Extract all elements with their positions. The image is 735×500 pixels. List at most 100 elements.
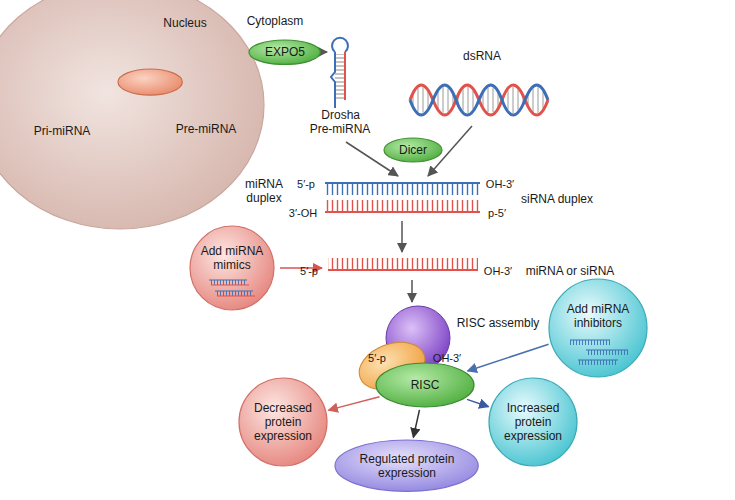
rna-strand — [22, 56, 57, 112]
strand-end: 5′-p — [297, 178, 315, 190]
rna-strand — [328, 269, 478, 271]
base-pair — [428, 92, 429, 108]
mini-strand — [211, 284, 249, 285]
base-pairs — [335, 54, 345, 100]
strand-end: OH-3′ — [484, 265, 512, 277]
strand-end-box: OH-3′ — [433, 348, 461, 366]
node-text: EXPO5 — [265, 45, 305, 59]
base-pair — [513, 87, 514, 113]
mini-ticks — [215, 291, 253, 296]
strand-end-box: p-5′ — [488, 203, 506, 221]
node-text: Dicer — [399, 143, 427, 157]
treatment-circle: Add miRNA mimics — [189, 225, 275, 311]
risc-complex: RISC — [375, 362, 475, 408]
mini-ticks — [209, 280, 247, 285]
outcome-ellipse-shape — [335, 440, 478, 491]
node-text: Increased protein expression — [500, 401, 566, 443]
nucleus-region-outline — [0, 0, 265, 230]
strand-end-box: OH-3′ — [484, 261, 512, 279]
strand-end: OH-3′ — [433, 352, 461, 364]
molecule-label: dsRNA — [463, 49, 501, 63]
inhibition-arrow — [468, 344, 549, 371]
enzyme-oval: Dicer — [383, 137, 443, 163]
risc-complex-shape — [376, 363, 474, 407]
rna-strand — [325, 211, 480, 213]
rna-strand — [410, 85, 548, 115]
molecule-label: miRNA duplex — [240, 177, 288, 205]
base-pair — [518, 89, 519, 110]
exporter-oval: EXPO5 — [248, 39, 321, 65]
outcome-ellipse: Regulated protein expression — [334, 439, 479, 492]
mini-strand — [217, 295, 255, 296]
base-pairs — [201, 54, 211, 100]
strand-end-box: 5′-p — [368, 348, 386, 366]
region-label: Cytoplasm — [247, 14, 304, 28]
base-ticks — [325, 200, 480, 211]
base-ticks — [328, 258, 478, 269]
base-pair — [418, 88, 419, 111]
outcome-circle-shape — [489, 378, 577, 466]
hairpin-loop — [198, 38, 214, 52]
molecule-label-box: Pri-miRNA — [34, 121, 91, 139]
strand-end-box: 5′-p — [297, 174, 315, 192]
outcome-circle: Increased protein expression — [488, 377, 578, 467]
outcome-arrow — [328, 397, 379, 410]
process-arrow — [401, 221, 403, 252]
base-pairs — [57, 58, 67, 100]
process-arrow — [411, 280, 413, 302]
strand-end: 3′-OH — [289, 207, 317, 219]
molecule-label-box: dsRNA — [463, 46, 501, 64]
enzyme-oval-outline — [117, 68, 183, 96]
molecule-label: siRNA duplex — [521, 192, 593, 206]
molecule-label: miRNA or siRNA — [526, 264, 615, 278]
exporter-oval-shape — [249, 40, 320, 64]
base-pair — [498, 93, 499, 107]
nucleus-region-shape — [0, 0, 264, 229]
rna-strand — [197, 52, 201, 108]
enzyme-oval-shape — [384, 138, 442, 162]
treatment-circle: Add miRNA inhibitors — [548, 278, 648, 378]
base-pair — [438, 92, 439, 108]
molecule-label: Pre-miRNA — [176, 122, 237, 136]
pri-mirna-hairpin — [22, 42, 102, 112]
outcome-circle-shape — [239, 378, 327, 466]
base-pair — [443, 87, 444, 112]
step-label: RISC assembly — [457, 316, 540, 330]
rna-strand — [210, 52, 212, 100]
hairpin-loop — [332, 38, 348, 52]
base-pair — [468, 87, 469, 113]
rna-strand — [344, 52, 346, 100]
molecule-label-box: Pre-miRNA — [310, 119, 371, 137]
region-label-box: Cytoplasm — [247, 11, 304, 29]
base-pair — [508, 90, 509, 109]
molecule-label-box: Pre-miRNA — [176, 119, 237, 137]
step-label-box: RISC assembly — [457, 313, 540, 331]
enzyme-oval: Drosha — [117, 68, 183, 96]
molecule-label: Pri-miRNA — [34, 124, 91, 138]
base-pair — [423, 87, 424, 112]
outcome-arrow — [413, 410, 419, 438]
hairpin-loop — [54, 42, 70, 56]
process-arrow — [90, 81, 186, 83]
strand-end: 5′-p — [300, 265, 318, 277]
strand-end-box: OH-3′ — [486, 174, 514, 192]
treatment-circle-shape — [549, 279, 647, 377]
node-text: Decreased protein expression — [250, 401, 316, 443]
base-pair — [543, 92, 544, 108]
node-text: Regulated protein expression — [355, 452, 459, 480]
base-pair — [463, 89, 464, 110]
treatment-circle-shape — [190, 226, 274, 310]
node-text: Add miRNA mimics — [200, 244, 264, 272]
base-pair — [493, 88, 494, 112]
dsrna-helix — [410, 85, 548, 115]
molecule-label: Pre-miRNA — [310, 122, 371, 136]
rna-strand — [67, 56, 102, 112]
mini-ticks — [578, 360, 618, 365]
strand-end: p-5′ — [488, 207, 506, 219]
outcome-arrow — [467, 399, 489, 406]
base-pair — [538, 87, 539, 112]
molecule-label-box: siRNA duplex — [521, 189, 593, 207]
outcome-circle: Decreased protein expression — [238, 377, 328, 467]
node-text: RISC — [411, 378, 440, 392]
base-pair — [488, 88, 489, 112]
